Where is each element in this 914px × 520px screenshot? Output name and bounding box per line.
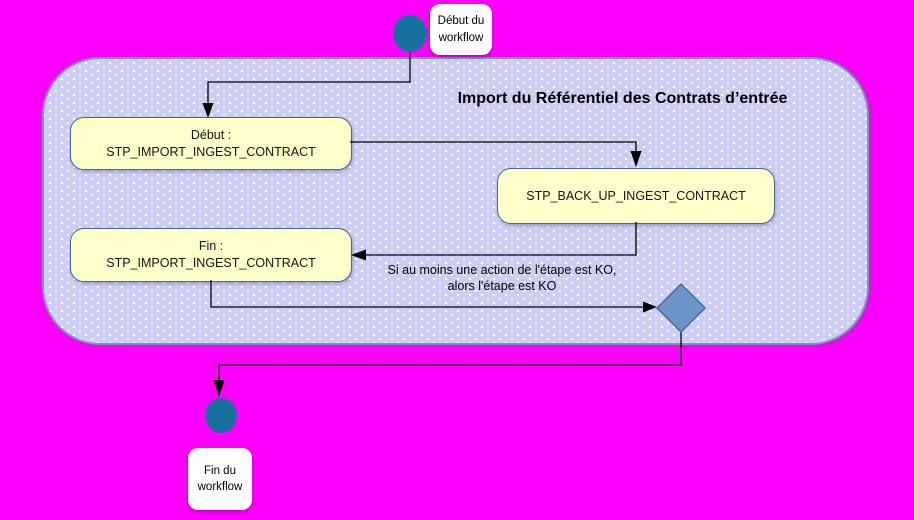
step-debut-import: Début : STP_IMPORT_INGEST_CONTRACT — [70, 117, 352, 170]
step-debut-import-line2: STP_IMPORT_INGEST_CONTRACT — [106, 144, 316, 159]
step-fin-import: Fin : STP_IMPORT_INGEST_CONTRACT — [70, 228, 352, 282]
step-debut-import-line1: Début : — [190, 127, 232, 142]
annotation-note: Si au moins une action de l'étape est KO… — [387, 263, 617, 293]
end-event-node — [205, 398, 237, 433]
step-fin-import-line2: STP_IMPORT_INGEST_CONTRACT — [106, 256, 316, 270]
start-event-node — [393, 15, 427, 52]
container-title: Import du Référentiel des Contrats d’ent… — [457, 90, 788, 107]
start-event-label: Début du workflow — [430, 4, 492, 55]
arrowhead-into-end — [213, 380, 225, 397]
end-event-label: Fin du workflow — [188, 448, 252, 510]
step-backup: STP_BACK_UP_INGEST_CONTRACT — [497, 168, 775, 224]
step-fin-import-line1: Fin : — [198, 239, 224, 254]
step-backup-label: STP_BACK_UP_INGEST_CONTRACT — [526, 188, 746, 203]
